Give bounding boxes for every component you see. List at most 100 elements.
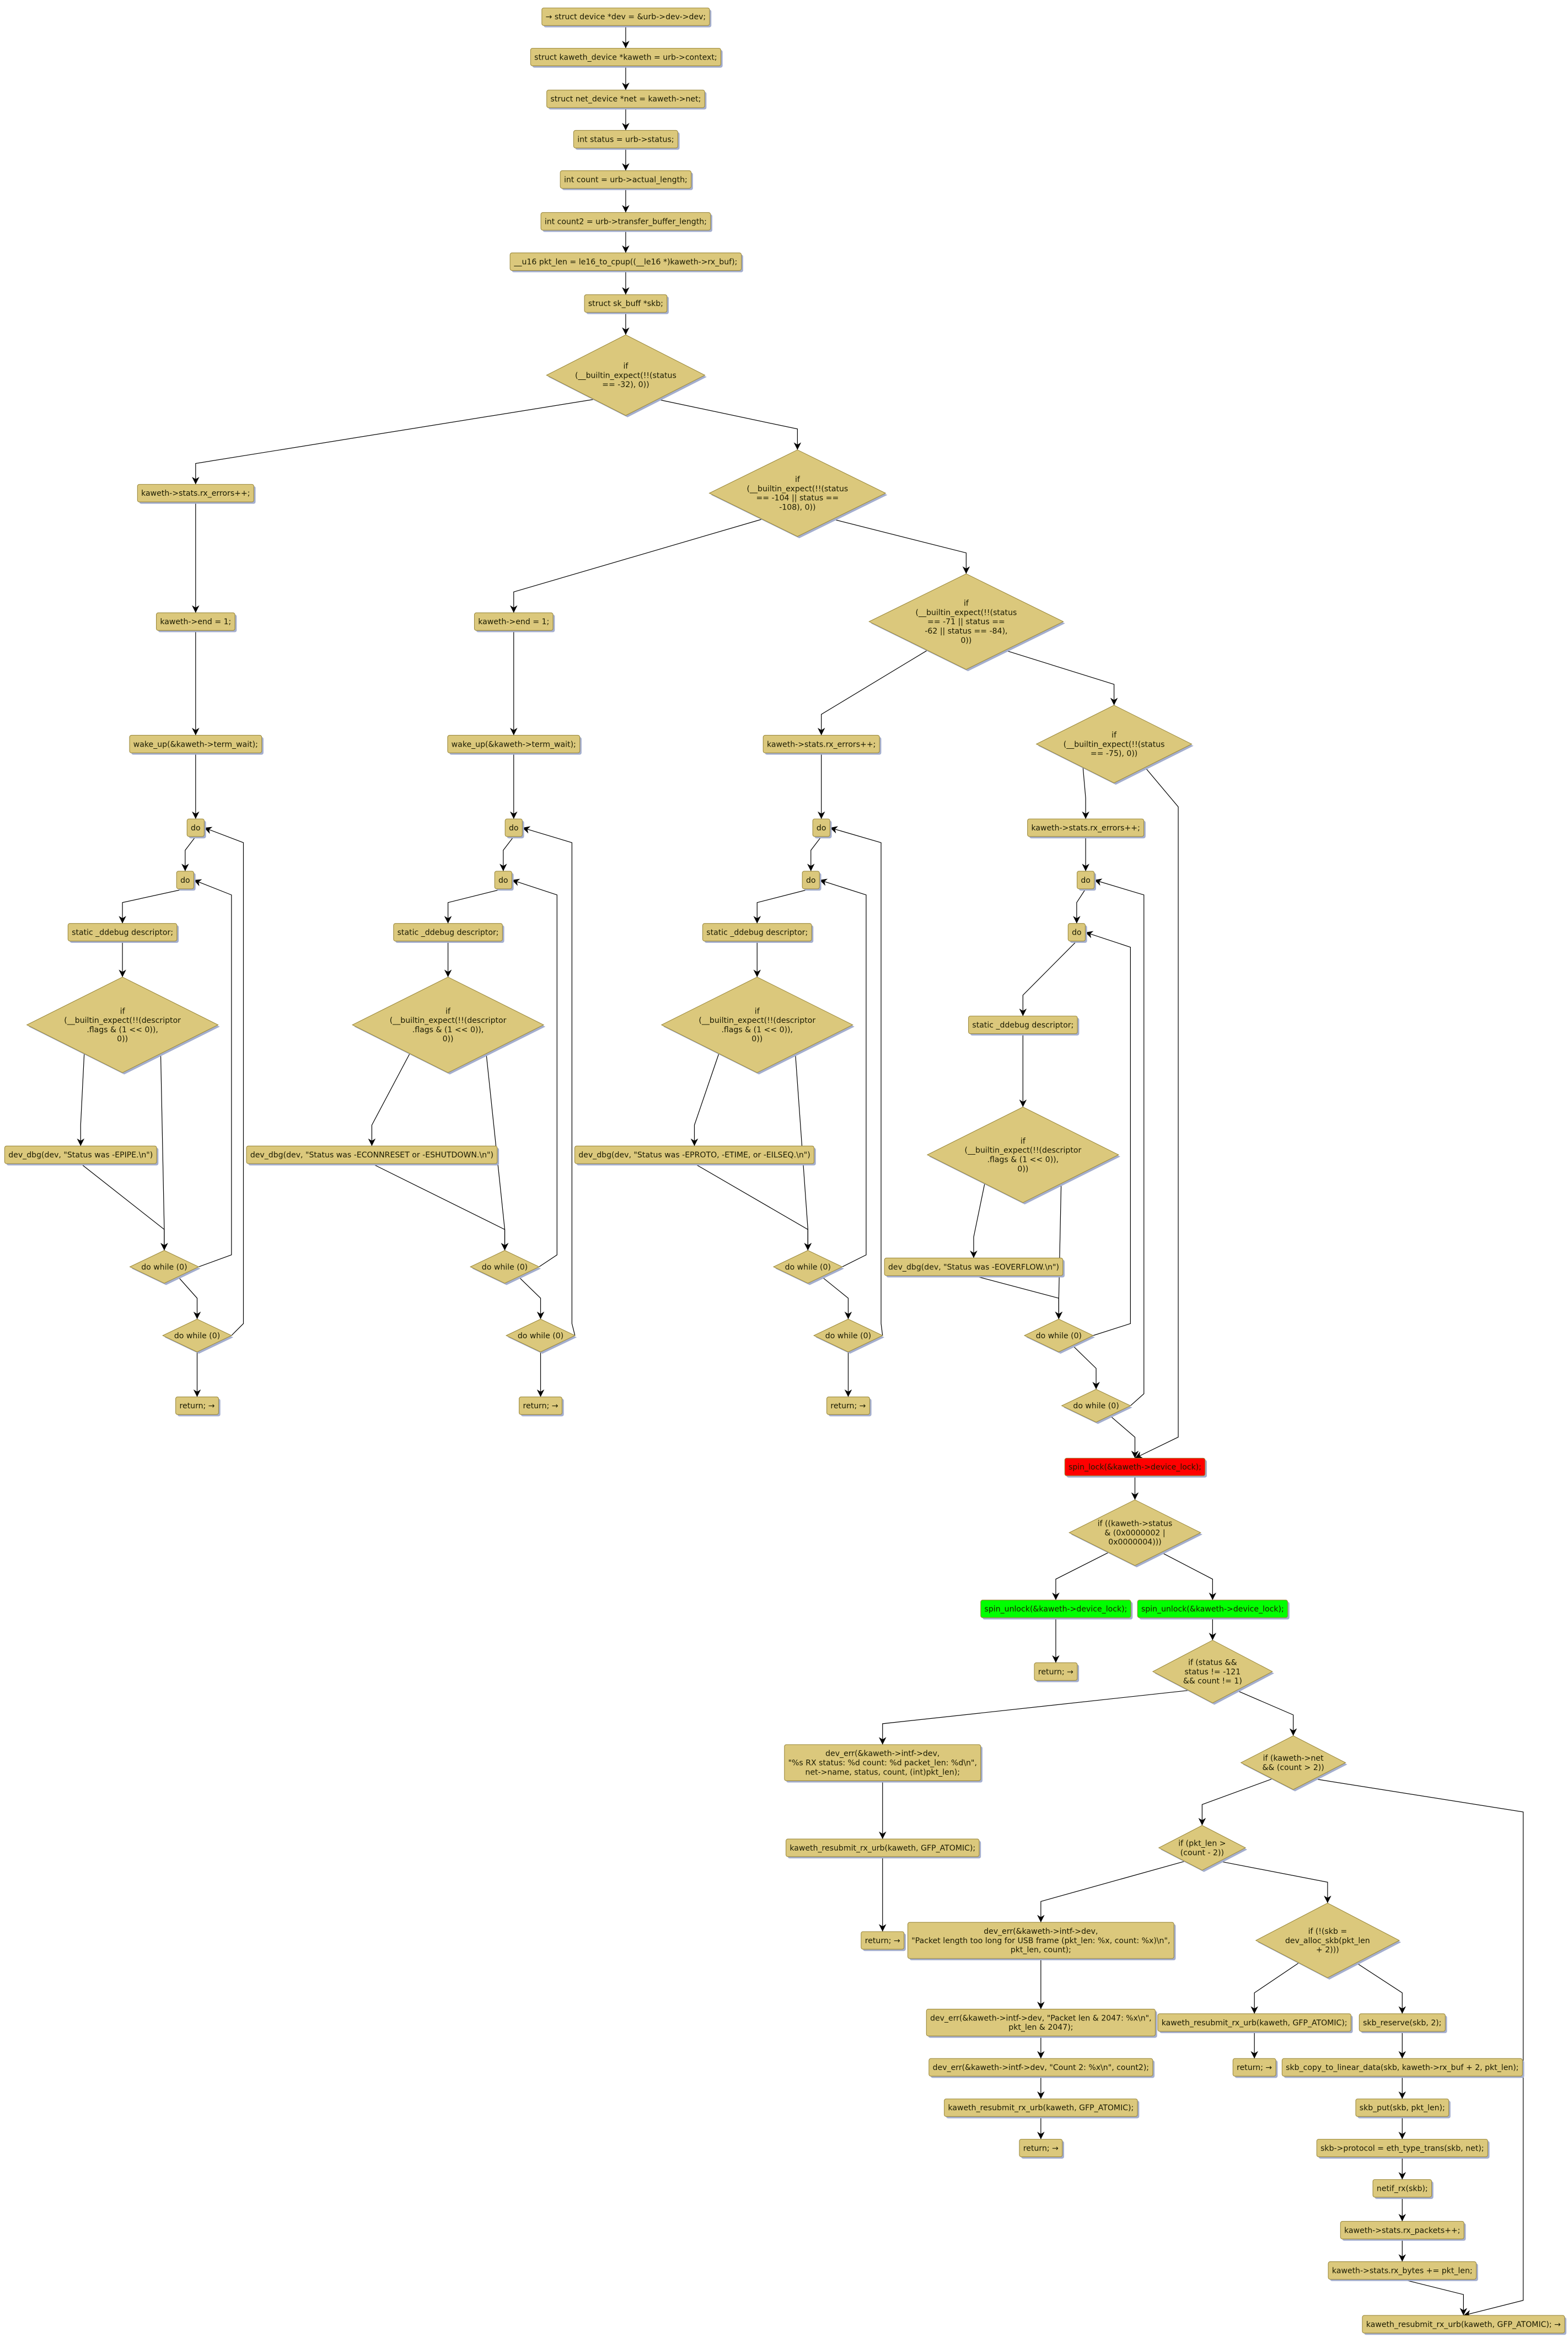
statement-node: int count2 = urb->transfer_buffer_length… [540, 212, 712, 232]
statement-box [1064, 1457, 1206, 1476]
statement-box [67, 923, 178, 942]
flow-edge [444, 888, 503, 924]
statement-box [156, 612, 235, 631]
statement-box [504, 818, 523, 837]
node-label-line: dev_err(&kaweth->intf->dev, [825, 1750, 939, 1758]
node-label: if(__builtin_expect(!!(status== -71 || s… [916, 599, 1017, 645]
statement-box [1362, 2315, 1565, 2334]
flow-edge [1019, 941, 1077, 1016]
node-label-line: return; → [1038, 1667, 1073, 1676]
statement-box [1077, 871, 1095, 889]
decision-node: if(__builtin_expect(!!(status== -32), 0)… [546, 334, 707, 417]
statement-node: kaweth->stats.rx_packets++; [1340, 2221, 1466, 2241]
node-label: if (!(skb =dev_alloc_skb(pkt_len+ 2))) [1285, 1927, 1370, 1955]
node-label-line: if [1021, 1137, 1026, 1146]
flow-edge [1094, 878, 1145, 1406]
statement-box [702, 923, 812, 942]
statement-box [1027, 818, 1145, 837]
node-label-line: (__builtin_expect(!!(descriptor [964, 1146, 1081, 1155]
node-label-line: struct kaweth_device *kaweth = urb->cont… [534, 53, 717, 62]
flow-edge [181, 836, 196, 871]
statement-box [1340, 2221, 1464, 2239]
node-label: do while (0) [518, 1332, 563, 1340]
node-label-line: do [180, 876, 190, 885]
node-label-line: do [817, 824, 826, 833]
flow-edge [1085, 931, 1131, 1336]
node-label-line: static _ddebug descriptor; [706, 929, 808, 937]
statement-node: __u16 pkt_len = le16_to_cpup((__le16 *)k… [509, 253, 743, 272]
node-label-line: do while (0) [141, 1263, 187, 1272]
decision-node: do while (0) [162, 1318, 234, 1354]
nodes-layer: → struct device *dev = &urb->dev->dev;st… [4, 7, 1567, 2335]
node-label-line: (__builtin_expect(!!(descriptor [64, 1016, 181, 1025]
node-label-line: kaweth->stats.rx_packets++; [1344, 2226, 1460, 2235]
flow-edge [194, 879, 232, 1267]
node-label-line: do [806, 876, 816, 885]
spin-lock-node: spin_lock(&kaweth->device_lock); [1064, 1457, 1207, 1478]
node-label-line: -62 || status == -84), [925, 627, 1007, 636]
flow-edge [1005, 650, 1118, 705]
decision-diamond [546, 334, 706, 416]
node-label: static _ddebug descriptor; [398, 929, 499, 937]
node-label-line: & (0x0000002 | [1104, 1529, 1165, 1537]
statement-node: dev_dbg(dev, "Status was -EOVERFLOW.\n") [884, 1257, 1065, 1278]
decision-diamond [926, 1106, 1119, 1203]
node-label-line: (__builtin_expect(!!(status [575, 371, 676, 380]
node-label-line: if [964, 599, 969, 608]
node-label: skb->protocol = eth_type_trans(skb, net)… [1320, 2144, 1484, 2153]
statement-box [1281, 2058, 1523, 2077]
statement-node: kaweth_resubmit_rx_urb(kaweth, GFP_ATOMI… [944, 2098, 1140, 2119]
node-label-line: if [120, 1007, 126, 1016]
node-label-line: if [1111, 731, 1117, 739]
flow-edge [1055, 1183, 1063, 1320]
node-label-line: 0)) [443, 1035, 454, 1044]
node-label: kaweth->stats.rx_errors++; [141, 489, 250, 498]
statement-node: return; → [1232, 2058, 1278, 2078]
flow-edge [694, 1163, 812, 1251]
statement-node: static _ddebug descriptor; [393, 923, 504, 943]
node-label: spin_unlock(&kaweth->device_lock); [985, 1605, 1127, 1614]
statement-node: struct sk_buff *skb; [584, 294, 669, 314]
statement-node: static _ddebug descriptor; [67, 923, 179, 943]
statement-node: return; → [519, 1396, 564, 1417]
statement-node: return; → [175, 1396, 221, 1417]
statement-node: struct kaweth_device *kaweth = urb->cont… [530, 47, 723, 68]
statement-box [1316, 2138, 1488, 2157]
statement-node: kaweth->stats.rx_errors++; [137, 484, 256, 504]
statement-node: do [802, 871, 821, 891]
statement-node: int count = urb->actual_length; [560, 170, 693, 190]
node-label-line: kaweth_resubmit_rx_urb(kaweth, GFP_ATOMI… [1162, 2019, 1347, 2028]
node-label-line: net->name, status, count, (int)pkt_len); [806, 1768, 960, 1777]
node-label: if(__builtin_expect(!!(status== -104 || … [747, 475, 848, 512]
flow-edge [518, 1276, 545, 1320]
decision-node: if(__builtin_expect(!!(descriptor.flags … [26, 977, 220, 1075]
flow-edge [1402, 2278, 1468, 2316]
node-label-line: kaweth->stats.rx_errors++; [1031, 824, 1140, 833]
node-label: dev_err(&kaweth->intf->dev, "Packet len … [930, 2014, 1152, 2032]
node-label-line: skb_put(skb, pkt_len); [1360, 2104, 1445, 2112]
statement-box [1232, 2058, 1276, 2077]
node-label-line: (__builtin_expect(!!(descriptor [390, 1016, 507, 1025]
statement-node: return; → [861, 1931, 906, 1951]
node-label-line: do while (0) [1073, 1402, 1119, 1411]
node-label: dev_dbg(dev, "Status was -EPROTO, -ETIME… [578, 1151, 810, 1160]
node-label-line: do [191, 824, 201, 833]
node-label: if(__builtin_expect(!!(descriptor.flags … [699, 1007, 815, 1043]
statement-box [812, 818, 830, 837]
node-label: return; → [180, 1402, 215, 1411]
node-label: if(__builtin_expect(!!(descriptor.flags … [64, 1007, 181, 1043]
node-label-line: == -32), 0)) [602, 380, 649, 389]
statement-box [519, 1396, 562, 1415]
node-label-line: do while (0) [1036, 1332, 1082, 1340]
statement-node: do [1067, 923, 1087, 943]
statement-node: dev_dbg(dev, "Status was -EPROTO, -ETIME… [574, 1145, 816, 1166]
statement-box [584, 294, 668, 313]
statement-node: return; → [1034, 1662, 1080, 1682]
node-label: do [1081, 876, 1091, 885]
node-label: int status = urb->status; [577, 135, 674, 144]
node-label: struct net_device *net = kaweth->net; [550, 95, 701, 104]
node-label-line: dev_dbg(dev, "Status was -EPIPE.\n") [8, 1151, 153, 1160]
node-label: do [817, 824, 826, 833]
node-label: return; → [523, 1402, 558, 1411]
